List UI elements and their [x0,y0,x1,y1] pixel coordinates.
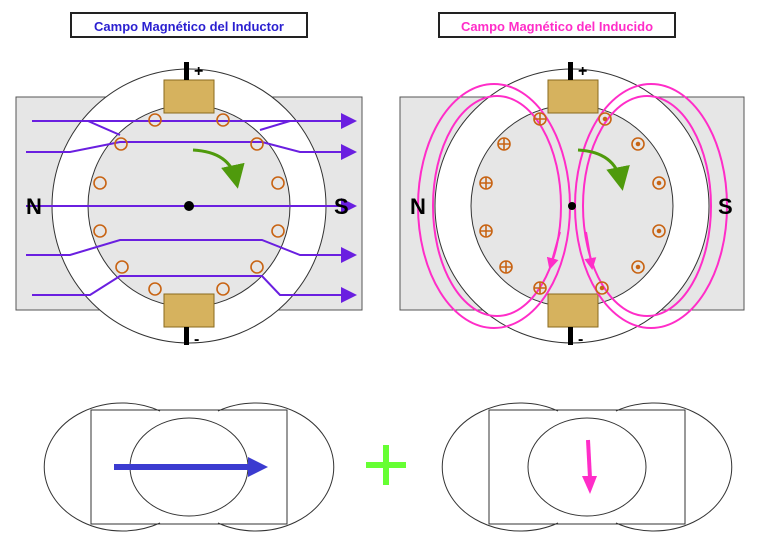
inductor-field-vector-head [248,457,268,477]
right-minus-label: - [578,331,583,348]
conductor [114,137,128,151]
right-south-label: S [718,194,733,219]
conductor-into-icon [533,281,547,295]
left-north-label: N [26,194,42,219]
left-conductors [93,113,285,296]
right-plus-label: + [578,63,587,80]
conductor-out-icon [631,137,645,151]
field-line [259,120,291,131]
inducido-vector-panel [441,402,733,532]
inductor-motor: N S + - [15,62,363,348]
right-brush-top [547,79,599,114]
conductor [93,176,107,190]
conductor [115,260,129,274]
conductor [271,224,285,238]
left-south-label: S [334,194,349,219]
inducido-field-title: Campo Magnético del Inducido [438,12,676,38]
field-line [87,120,121,136]
inductor-vector-panel [43,402,335,532]
left-rotation-arrow [192,148,245,189]
conductor-out-icon [652,176,666,190]
conductor-into-icon [479,224,493,238]
left-brush-bottom [163,293,215,328]
left-minus-label: - [194,331,199,348]
conductor [271,176,285,190]
right-brush-bottom [547,293,599,328]
plus-operator [366,445,406,485]
inductor-field-title: Campo Magnético del Inductor [70,12,308,38]
conductor [148,113,162,127]
right-shaft [568,202,576,210]
left-brush-top [163,79,215,114]
inducido-field-vector-arrow [586,439,592,479]
right-north-label: N [410,194,426,219]
field-loop [582,95,712,317]
right-conductors [479,112,666,295]
conductor-into-icon [497,137,511,151]
field-line [584,231,597,270]
conductor-out-icon [631,260,645,274]
left-plus-label: + [194,63,203,80]
left-lead-top [184,62,189,80]
conductor-into-icon [479,176,493,190]
right-rotation-arrow [577,148,630,191]
conductor [93,224,107,238]
conductor [250,260,264,274]
conductor [250,137,264,151]
inducido-field-vector-head [582,476,597,494]
conductor [216,113,230,127]
field-loop [432,95,562,317]
conductor [216,282,230,296]
field-line [26,239,357,263]
right-lead-bottom [568,327,573,345]
conductor-into-icon [533,112,547,126]
conductor-out-icon [595,281,609,295]
right-lead-top [568,62,573,80]
field-line [32,275,357,303]
field-line [26,141,357,160]
conductor-out-icon [598,112,612,126]
conductor [148,282,162,296]
left-lead-bottom [184,327,189,345]
conductor-into-icon [499,260,513,274]
left-shaft [184,201,194,211]
conductor-out-icon [652,224,666,238]
inducido-motor: N S + - [399,62,745,348]
field-line [546,231,561,270]
